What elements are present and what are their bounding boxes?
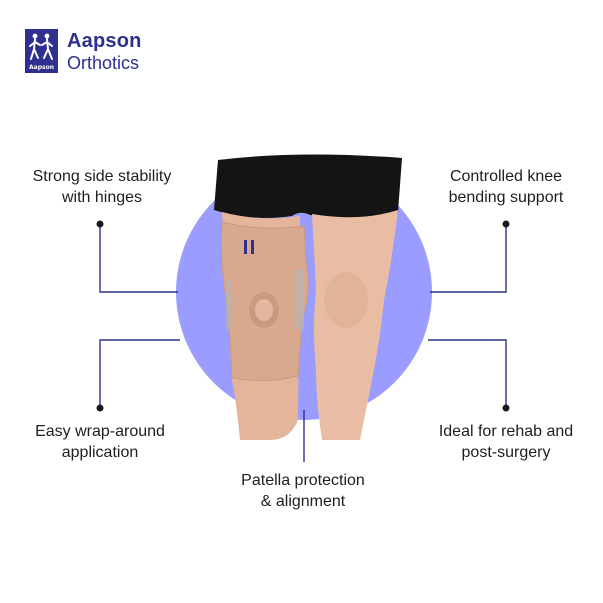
feature-side-stability-line2: with hinges	[61, 189, 143, 206]
feature-wrap-around: Easy wrap-around application	[22, 421, 178, 463]
aapson-logo-icon: Aapson	[25, 29, 58, 73]
brand-logo: Aapson Aapson Orthotics	[25, 29, 142, 73]
feature-side-stability-line1: Strong side stability	[32, 168, 172, 185]
feature-wrap-around-line1: Easy wrap-around	[35, 423, 165, 440]
feature-rehab-line1: Ideal for rehab and	[438, 423, 574, 440]
feature-patella-line1: Patella protection	[241, 472, 365, 489]
feature-rehab-line2: post-surgery	[461, 444, 551, 461]
connector-lines	[99, 224, 507, 462]
brand-subtitle: Orthotics	[67, 52, 140, 73]
feature-wrap-around-line2: application	[61, 444, 139, 461]
logo-mark-text: Aapson	[29, 64, 54, 71]
feature-rehab: Ideal for rehab and post-surgery	[414, 421, 598, 463]
feature-patella-line2: & alignment	[260, 493, 346, 510]
connector-dots	[96, 220, 510, 412]
feature-side-stability: Strong side stability with hinges	[14, 166, 190, 208]
knee-brace-product-image	[214, 154, 402, 440]
feature-knee-bending-line1: Controlled knee	[449, 168, 563, 185]
brand-name: Aapson	[67, 29, 142, 52]
feature-knee-bending: Controlled knee bending support	[426, 166, 586, 208]
feature-patella: Patella protection & alignment	[216, 470, 390, 512]
feature-knee-bending-line2: bending support	[448, 189, 564, 206]
